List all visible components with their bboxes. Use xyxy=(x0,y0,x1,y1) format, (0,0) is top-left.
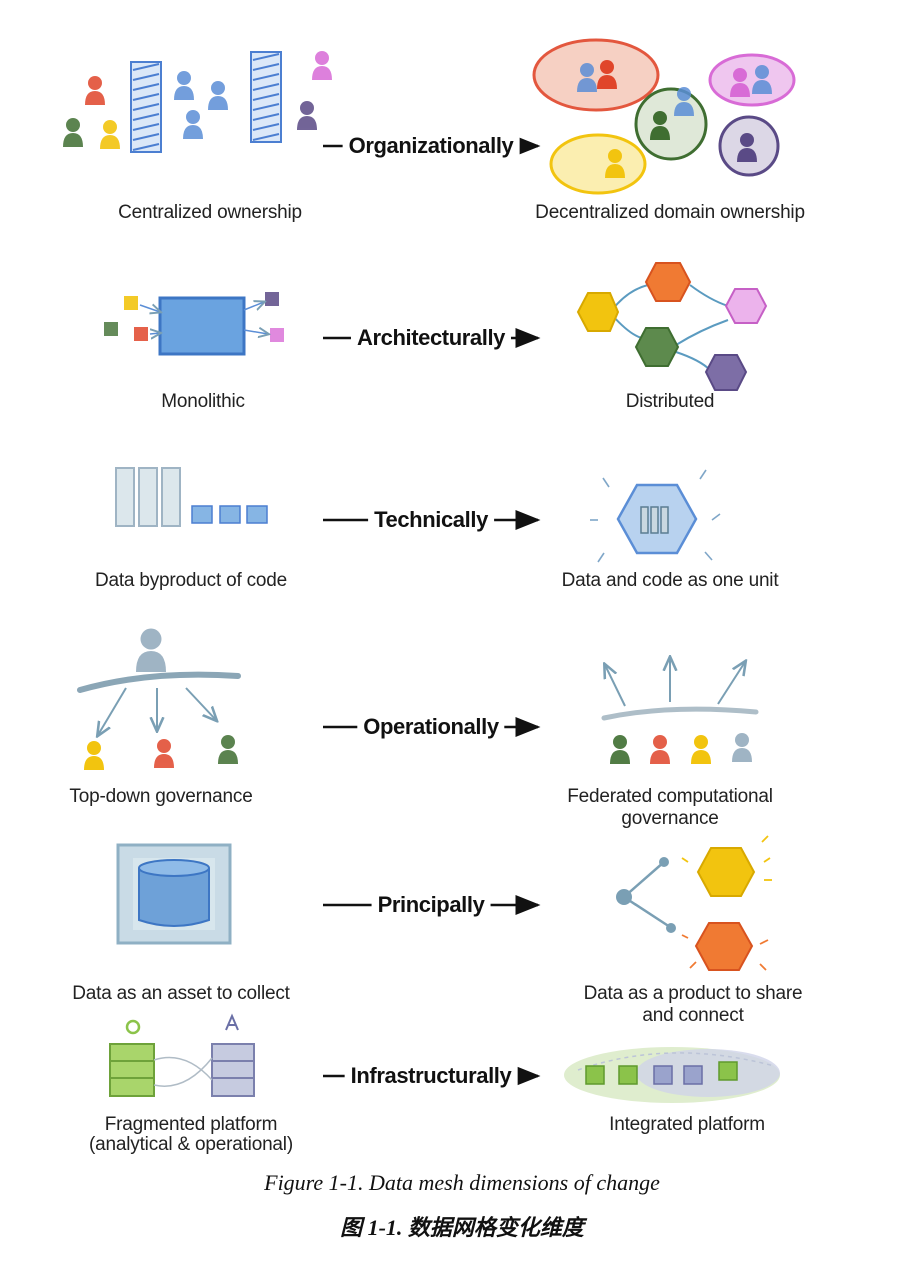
label-data-byproduct-of-code: Data byproduct of code xyxy=(94,570,288,591)
label-governance: governance xyxy=(621,808,719,829)
integrated-platform-illustration xyxy=(564,1047,780,1103)
label-federated-computational: Federated computational xyxy=(567,786,773,807)
dimension-architecturally: Architecturally xyxy=(350,325,512,351)
label-integrated-platform: Integrated platform xyxy=(609,1114,765,1135)
top-down-governance-illustration xyxy=(77,628,241,770)
centralized-ownership-illustration xyxy=(63,51,332,153)
label-top-down-governance: Top-down governance xyxy=(69,786,253,807)
person-icon xyxy=(650,735,670,764)
database-icon xyxy=(138,859,210,877)
data-byproduct-illustration xyxy=(115,467,268,527)
label-data-as-a-product: Data as a product to share xyxy=(583,983,803,1004)
person-icon xyxy=(85,76,105,105)
distributed-illustration xyxy=(576,262,768,391)
person-icon xyxy=(84,741,104,770)
document-icon xyxy=(130,61,162,153)
dimension-organizationally: Organizationally xyxy=(342,133,520,159)
label-centralized-ownership: Centralized ownership xyxy=(118,202,302,223)
hexagon-icon xyxy=(696,847,756,897)
person-icon xyxy=(183,110,203,139)
arrows xyxy=(323,136,541,1086)
document-icon xyxy=(250,51,282,143)
dimension-infrastructurally: Infrastructurally xyxy=(344,1063,518,1089)
hexagon-icon xyxy=(704,354,748,391)
hexagon-icon xyxy=(724,288,768,324)
person-icon xyxy=(691,735,711,764)
dimension-principally: Principally xyxy=(371,892,491,918)
label-decentralized-domain-ownership: Decentralized domain ownership xyxy=(535,202,805,223)
label-share-and-connect: and connect xyxy=(642,1005,744,1026)
label-monolithic: Monolithic xyxy=(161,391,245,412)
person-icon xyxy=(154,739,174,768)
monolithic-illustration xyxy=(104,292,284,356)
person-icon xyxy=(136,628,166,672)
hexagon-icon xyxy=(644,262,692,302)
fragmented-platform-illustration xyxy=(109,1013,255,1097)
person-icon xyxy=(732,733,752,762)
label-data-and-code-as-one-unit: Data and code as one unit xyxy=(561,570,779,591)
person-icon xyxy=(610,735,630,764)
person-icon xyxy=(174,71,194,100)
data-product-illustration xyxy=(616,835,772,971)
decentralized-ownership-illustration xyxy=(532,38,796,195)
person-icon xyxy=(297,101,317,130)
data-code-unit-illustration xyxy=(590,469,721,563)
label-analytical-operational: (analytical & operational) xyxy=(89,1134,293,1155)
person-icon xyxy=(63,118,83,147)
hexagon-icon xyxy=(576,292,620,332)
hexagon-icon xyxy=(634,327,680,367)
label-data-as-an-asset: Data as an asset to collect xyxy=(72,983,290,1004)
hexagon-icon xyxy=(694,922,754,971)
federated-governance-illustration xyxy=(601,658,759,764)
person-icon xyxy=(100,120,120,149)
data-asset-illustration xyxy=(116,843,232,945)
person-icon xyxy=(218,735,238,764)
person-icon xyxy=(312,51,332,80)
monolith-block xyxy=(158,296,246,356)
dimension-technically: Technically xyxy=(368,507,494,533)
label-distributed: Distributed xyxy=(625,391,715,412)
figure-caption-chinese: 图 1-1. 数据网格变化维度 xyxy=(340,1215,584,1240)
person-icon xyxy=(208,81,228,110)
label-fragmented-platform: Fragmented platform xyxy=(104,1114,278,1135)
figure-caption-english: Figure 1-1. Data mesh dimensions of chan… xyxy=(264,1170,660,1195)
dimension-operationally: Operationally xyxy=(357,714,505,740)
